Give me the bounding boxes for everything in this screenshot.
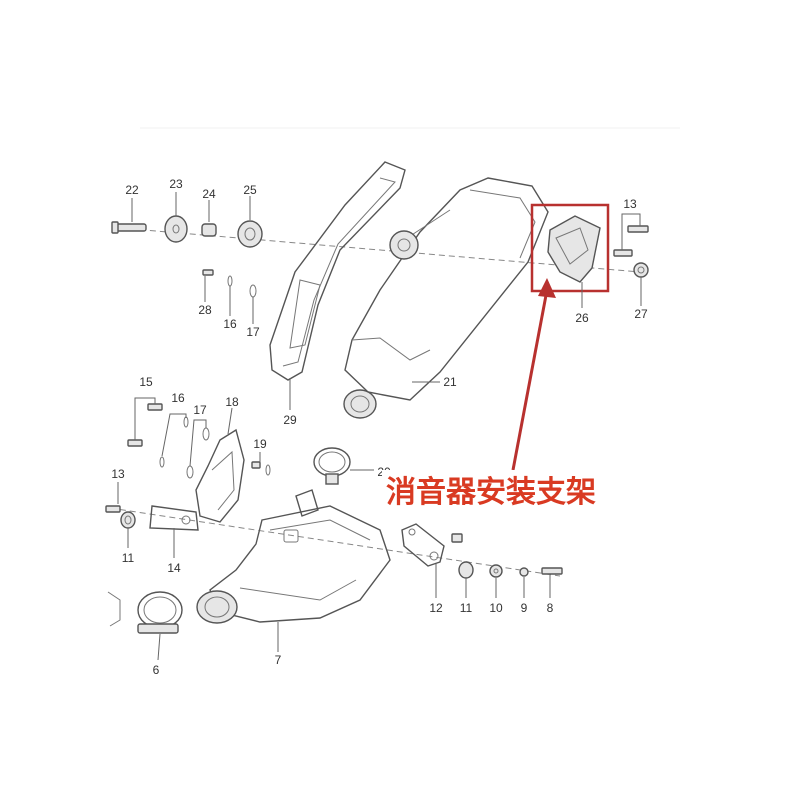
label-11-right: 11 <box>460 601 473 615</box>
label-26: 26 <box>575 311 589 325</box>
label-8: 8 <box>547 601 554 615</box>
label-9: 9 <box>521 601 528 615</box>
label-11-left: 11 <box>122 551 135 565</box>
bolt-13-upper <box>613 225 649 257</box>
grommet-25 <box>237 220 263 248</box>
bolt-13-middle <box>451 533 463 543</box>
label-14: 14 <box>167 561 181 575</box>
clamp-6 <box>107 591 183 634</box>
label-28: 28 <box>198 303 212 317</box>
bolt-22 <box>111 221 147 234</box>
label-13-left: 13 <box>111 467 125 481</box>
label-15: 15 <box>139 375 153 389</box>
label-18: 18 <box>225 395 239 409</box>
label-19: 19 <box>253 437 267 451</box>
exhaust-collector-7 <box>196 489 391 624</box>
muffler-21 <box>343 177 549 419</box>
grommet-11-right <box>458 561 474 579</box>
heat-plate-18 <box>195 428 245 523</box>
washer-23 <box>164 215 188 243</box>
collar-24 <box>201 223 217 237</box>
label-29: 29 <box>283 413 297 427</box>
label-27: 27 <box>634 307 648 321</box>
bolts-15 <box>127 403 163 447</box>
washer-9 <box>519 567 529 577</box>
screw-19 <box>251 461 271 476</box>
label-12: 12 <box>429 601 443 615</box>
label-16-lower: 16 <box>171 391 185 405</box>
heat-shield-29 <box>269 161 406 381</box>
annotation-arrow <box>511 278 556 471</box>
bracket-highlight-box <box>530 203 610 293</box>
grommet-11-left <box>120 511 136 529</box>
label-13-upper: 13 <box>623 197 637 211</box>
label-16-upper: 16 <box>223 317 237 331</box>
bracket-14 <box>149 505 199 531</box>
lower-axis-line <box>109 507 561 577</box>
leader-lines <box>117 192 642 661</box>
nut-27 <box>633 262 649 278</box>
label-23: 23 <box>169 177 183 191</box>
label-10: 10 <box>489 601 503 615</box>
spring-17-upper <box>249 284 257 298</box>
plate-12 <box>401 523 445 567</box>
muffler-bracket-26 <box>547 215 601 283</box>
label-17-lower: 17 <box>193 403 207 417</box>
bolt-8 <box>541 567 563 575</box>
upper-axis-line <box>119 227 641 273</box>
screw-28 <box>202 269 214 276</box>
annotation-backing <box>382 470 658 510</box>
label-6: 6 <box>153 663 160 677</box>
annotation-label: 消音器安装支架 <box>386 475 596 510</box>
clamp-20 <box>313 447 351 485</box>
washer-16-upper <box>227 275 233 287</box>
label-17-upper: 17 <box>246 325 260 339</box>
label-24: 24 <box>202 187 216 201</box>
bolt-13-left <box>105 505 121 513</box>
label-21: 21 <box>443 375 457 389</box>
label-22: 22 <box>125 183 139 197</box>
label-7: 7 <box>275 653 282 667</box>
label-25: 25 <box>243 183 257 197</box>
washer-10 <box>489 564 503 578</box>
